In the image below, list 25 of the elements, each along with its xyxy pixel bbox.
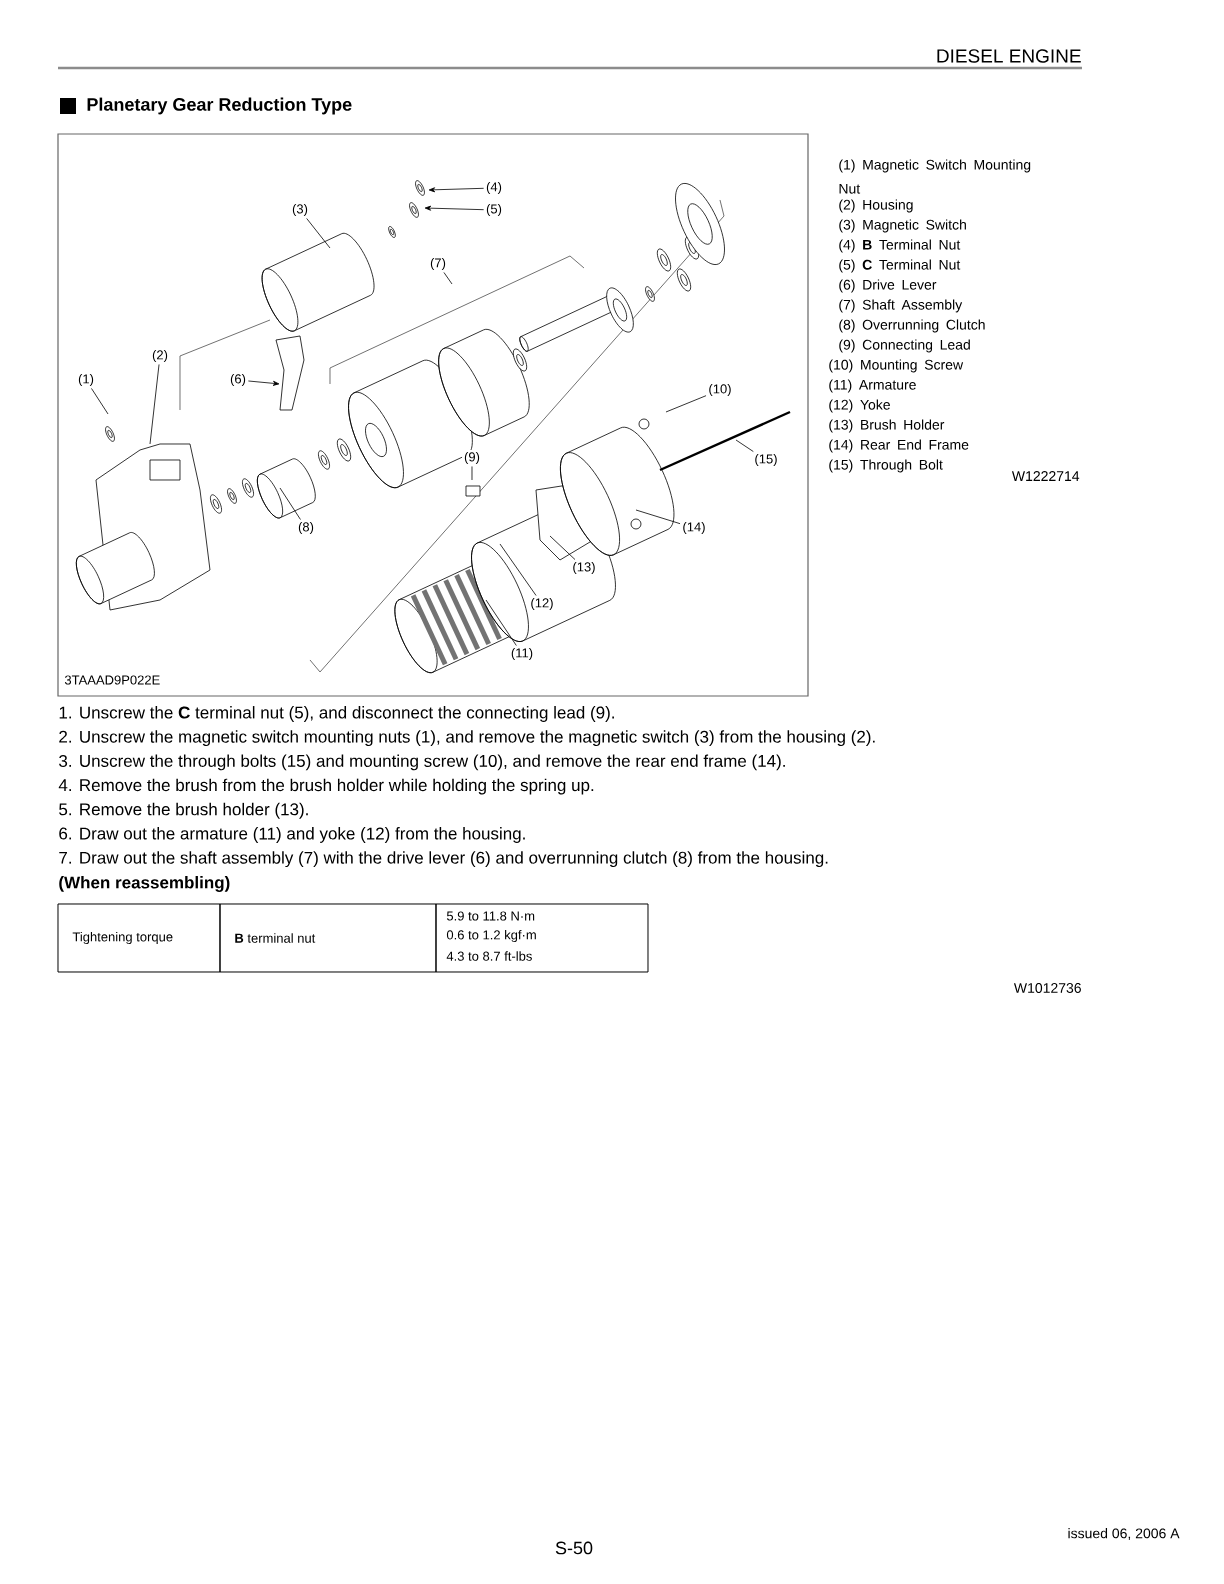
leader-line <box>471 466 473 481</box>
step-text: 1. Unscrew the C terminal nut (5), and disconnect the connecting lead (9). <box>59 706 614 722</box>
step-text: 3. Unscrew the through bolts (15) and mounting screw (10), and remove the rear end frame (14). <box>59 754 785 771</box>
leader-line <box>665 395 707 413</box>
page-number: S-50 <box>555 1541 593 1555</box>
leader-line <box>306 218 331 249</box>
step-text: 4. Remove the brush from the brush holder while holding the spring up. <box>58 778 594 795</box>
step-text: 7. Draw out the shaft assembly (7) with the drive lever (6) and overrunning clutch (8) from the housing. <box>59 851 828 868</box>
leader-line <box>443 272 453 285</box>
leader-line <box>635 509 681 525</box>
leader-line <box>428 187 485 193</box>
leader-line <box>91 388 109 415</box>
leader-line <box>247 380 280 386</box>
subheading: (When reassembling) <box>59 876 230 892</box>
leader-line <box>735 439 754 452</box>
step-text: 5. Remove the brush holder (13). <box>59 802 308 819</box>
leader-line <box>149 364 160 445</box>
step-text: 6. Draw out the armature (11) and yoke (12) from the housing. <box>59 827 525 843</box>
leader-line <box>499 543 537 596</box>
section-title: Planetary Gear Reduction Type <box>87 97 352 115</box>
leader-line <box>424 205 485 211</box>
leader-line <box>279 487 301 520</box>
leader-line <box>549 535 576 560</box>
page-header: DIESEL ENGINE <box>937 49 1081 63</box>
step-text: 2. Unscrew the magnetic switch mounting nuts (1), and remove the magnetic switch (3) from the housing (2). <box>59 730 875 747</box>
